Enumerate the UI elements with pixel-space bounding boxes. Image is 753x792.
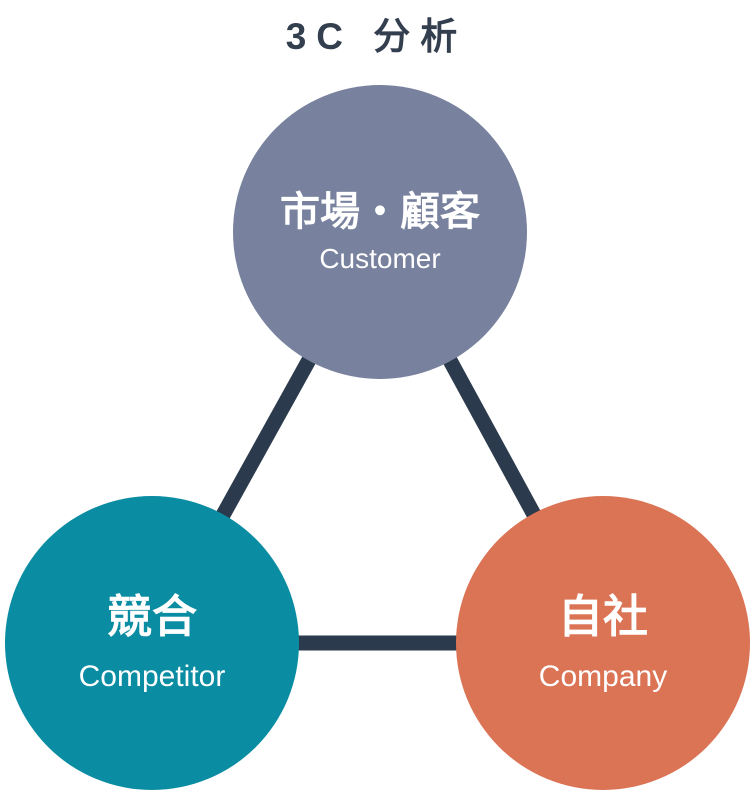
company-label-en: Company [538,660,668,693]
competitor-circle: 競合 Competitor [5,496,299,790]
company-circle: 自社 Company [456,496,750,790]
company-label-ja: 自社 [557,591,648,642]
customer-label-ja: 市場・顧客 [280,189,480,234]
customer-circle: 市場・顧客 Customer [233,85,527,379]
competitor-label-en: Competitor [78,660,226,693]
competitor-label-ja: 競合 [106,591,197,642]
customer-label-en: Customer [319,242,441,274]
diagram-title: 3C 分析 [285,16,468,57]
